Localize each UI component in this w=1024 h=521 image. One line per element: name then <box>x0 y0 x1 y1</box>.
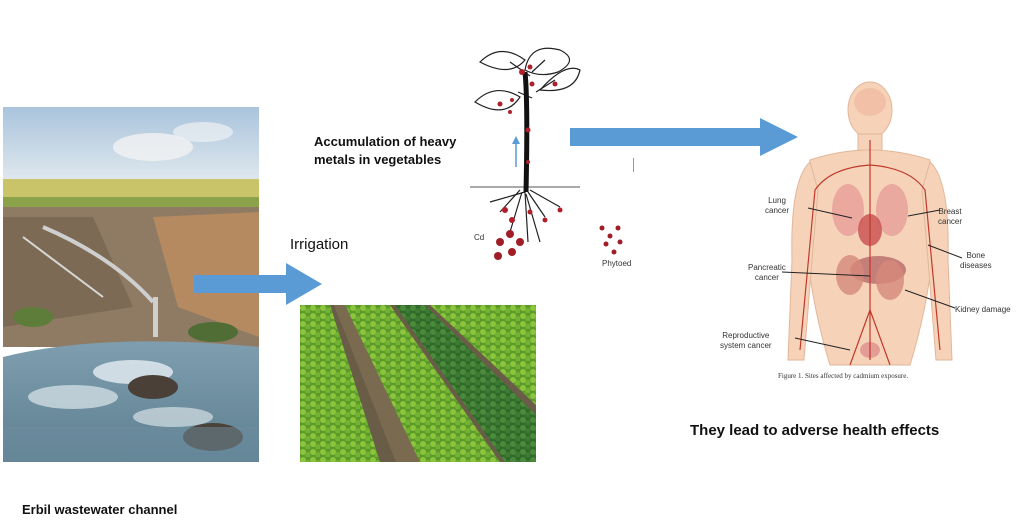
wastewater-channel-photo <box>3 107 259 462</box>
breast-cancer-label: Breast cancer <box>938 207 963 226</box>
accumulation-line-1: Accumulation of heavy <box>314 134 457 149</box>
plant-illustration <box>470 47 623 260</box>
wastewater-scene <box>3 107 259 462</box>
accumulation-label: Accumulation of heavy metals in vegetabl… <box>314 133 456 169</box>
health-effects-label: They lead to adverse health effects <box>690 422 940 439</box>
annotation-leader-lines <box>781 207 963 351</box>
figure-caption: Figure 1. Sites affected by cadmium expo… <box>778 372 909 380</box>
lettuce-rows <box>300 305 536 462</box>
phytoed-label: Phytoed <box>602 259 632 268</box>
soil-metal-label: Cd <box>474 233 485 242</box>
bone-diseases-label: Bone diseases <box>960 251 992 270</box>
accumulation-line-2: metals in vegetables <box>314 152 442 167</box>
kidney-damage-label: Kidney damage <box>955 305 1011 314</box>
human-body-figure <box>787 81 953 366</box>
pancreatic-cancer-label: Pancreatic cancer <box>748 263 786 282</box>
lung-cancer-label: Lung cancer <box>765 196 790 215</box>
tick-mark <box>633 158 634 172</box>
reproductive-cancer-label: Reproductive system cancer <box>720 331 772 350</box>
irrigation-label: Irrigation <box>290 236 349 253</box>
arrow-plant-to-body <box>570 118 798 156</box>
arrow-channel-to-field <box>194 263 322 305</box>
channel-label: Erbil wastewater channel <box>22 502 178 517</box>
lettuce-field-photo <box>300 305 536 462</box>
